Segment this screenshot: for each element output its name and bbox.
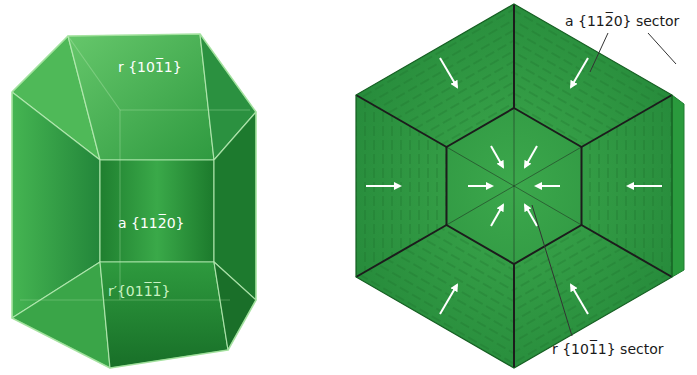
crystal-shape bbox=[447, 108, 582, 264]
crystal-shape bbox=[628, 185, 662, 187]
crystal-shape bbox=[514, 108, 515, 186]
crystal-shape bbox=[672, 95, 684, 277]
crystal-shape bbox=[68, 34, 214, 160]
sector-label: r {101̅1} sector bbox=[552, 340, 664, 358]
crystal-shape bbox=[514, 186, 582, 225]
crystal-shape bbox=[514, 225, 672, 368]
crystal-shape bbox=[356, 4, 514, 147]
crystal-shape bbox=[440, 58, 457, 87]
crystal-shape bbox=[513, 264, 515, 368]
crystal-shape bbox=[447, 108, 582, 264]
crystal-shape bbox=[536, 185, 560, 187]
crystal-shape bbox=[356, 4, 672, 368]
face-label: r′{011̅1̅} bbox=[108, 282, 170, 300]
growth-arrows bbox=[366, 58, 662, 314]
crystal-shape bbox=[447, 147, 515, 186]
crystal-shape bbox=[648, 33, 676, 64]
crystal-shape bbox=[356, 225, 447, 277]
crystal-shape bbox=[571, 285, 588, 314]
crystal-shape bbox=[582, 95, 673, 147]
crystal-shape bbox=[356, 4, 672, 368]
crystal-shape bbox=[120, 109, 250, 110]
sector-label: a {112̅0} sector bbox=[565, 12, 679, 30]
face-label: a {112̅0} bbox=[118, 214, 184, 232]
crystal-section bbox=[356, 4, 684, 368]
crystal-shape bbox=[590, 33, 608, 72]
crystal-shape bbox=[356, 95, 447, 147]
crystal-shape bbox=[525, 146, 537, 167]
crystal-shape bbox=[12, 34, 256, 368]
prism-crystal bbox=[12, 34, 256, 368]
crystal-shape bbox=[68, 36, 120, 110]
crystal-shape bbox=[119, 110, 120, 300]
crystal-shape bbox=[468, 185, 492, 187]
crystal-shape bbox=[571, 58, 588, 87]
crystal-shape bbox=[491, 146, 503, 167]
crystal-shape bbox=[514, 186, 515, 264]
crystal-shape bbox=[491, 205, 503, 226]
crystal-shape bbox=[582, 225, 673, 277]
crystal-shape bbox=[356, 4, 672, 368]
leader-lines bbox=[532, 33, 676, 336]
crystal-shape bbox=[532, 205, 572, 336]
crystal-shape bbox=[447, 186, 515, 225]
face-label: r {101̅1} bbox=[118, 58, 182, 76]
crystal-shape bbox=[440, 285, 457, 314]
crystal-shape bbox=[366, 185, 400, 187]
crystal-shape bbox=[100, 160, 214, 262]
crystal-shape bbox=[12, 262, 110, 368]
crystal-shape bbox=[513, 4, 515, 108]
crystal-shape bbox=[100, 262, 228, 368]
crystal-shape bbox=[514, 147, 582, 186]
crystal-shape bbox=[20, 299, 230, 300]
